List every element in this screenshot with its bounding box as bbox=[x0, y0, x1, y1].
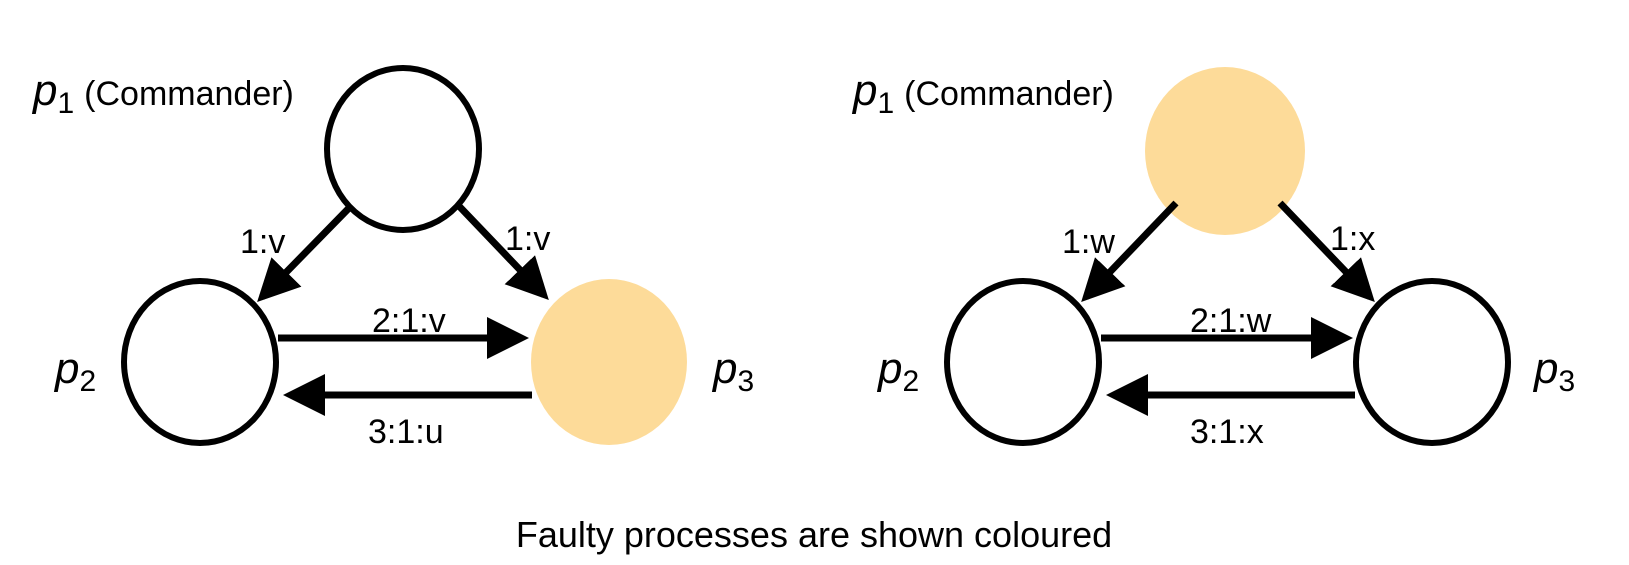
edge-label-p3-p2: 3:1:x bbox=[1190, 413, 1264, 451]
edge-p1-p3 bbox=[455, 202, 549, 301]
label-p2: p2 bbox=[53, 344, 96, 398]
label-p1-role: (Commander) bbox=[84, 75, 294, 113]
diagram-left: 1:v 1:v 2:1:v 3:1:u p1(Commander) p2 p3 bbox=[31, 65, 754, 451]
node-p2 bbox=[121, 278, 279, 446]
edge-label-p1-p2: 1:v bbox=[240, 223, 285, 261]
label-p1: p1(Commander) bbox=[851, 66, 1114, 120]
label-p2: p2 bbox=[876, 344, 919, 398]
diagram-right: 1:w 1:x 2:1:w 3:1:x p1(Commander) p2 p3 bbox=[851, 66, 1575, 451]
label-p3: p3 bbox=[711, 344, 754, 398]
node-p1 bbox=[1145, 67, 1305, 235]
edge-p1-p3 bbox=[1277, 200, 1375, 303]
edge-label-p1-p2: 1:w bbox=[1062, 223, 1115, 261]
edge-label-p2-p3: 2:1:w bbox=[1190, 302, 1272, 340]
edge-label-p2-p3: 2:1:v bbox=[372, 302, 446, 340]
label-p1: p1(Commander) bbox=[31, 66, 294, 120]
node-p3 bbox=[531, 279, 687, 445]
label-p1-role: (Commander) bbox=[904, 75, 1114, 113]
node-p3 bbox=[1353, 278, 1511, 446]
label-p3: p3 bbox=[1532, 344, 1575, 398]
edge-label-p1-p3: 1:x bbox=[1330, 220, 1375, 258]
edge-p1-p2 bbox=[257, 204, 353, 303]
caption: Faulty processes are shown coloured bbox=[516, 514, 1112, 555]
edge-label-p3-p2: 3:1:u bbox=[368, 413, 444, 451]
node-p1 bbox=[324, 65, 482, 233]
node-p2 bbox=[944, 278, 1102, 446]
edge-p1-p2 bbox=[1081, 200, 1179, 303]
edge-label-p1-p3: 1:v bbox=[505, 220, 550, 258]
